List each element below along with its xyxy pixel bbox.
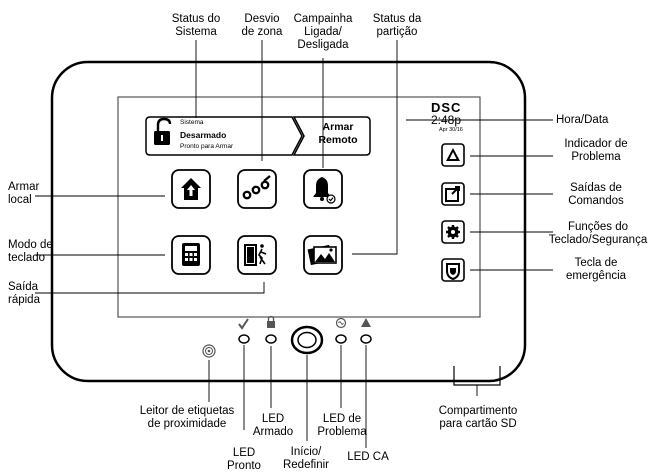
keypad-calculator-icon bbox=[182, 243, 200, 266]
zone-bypass-button[interactable] bbox=[237, 169, 277, 209]
quick-exit-door-icon bbox=[244, 244, 267, 266]
clock-time: 2:48p bbox=[431, 113, 462, 127]
command-output-icon bbox=[445, 186, 460, 202]
arm-remote-line1: Armar bbox=[322, 121, 354, 133]
house-arrow-icon bbox=[181, 178, 201, 200]
system-status-banner bbox=[145, 116, 303, 156]
proximity-tag-reader bbox=[202, 344, 216, 358]
bell-icon bbox=[313, 177, 336, 204]
system-status-detail: Pronto para Armar bbox=[180, 143, 234, 150]
gear-icon bbox=[446, 225, 460, 239]
arm-stay-button[interactable] bbox=[171, 169, 211, 209]
clock-date: Apr 30/16 bbox=[439, 127, 463, 133]
keypad-functions-button[interactable] bbox=[441, 220, 465, 244]
callout-hora-data: Hora/Data bbox=[556, 114, 609, 126]
arm-remote-button[interactable] bbox=[292, 116, 371, 156]
system-status-label: Sistema bbox=[180, 119, 204, 126]
zone-bypass-icon bbox=[242, 175, 271, 200]
leader-lines bbox=[35, 40, 553, 448]
quick-exit-button[interactable] bbox=[237, 235, 277, 275]
ac-led bbox=[360, 318, 372, 344]
partition-status-button[interactable] bbox=[303, 235, 343, 275]
trouble-indicator-button[interactable] bbox=[441, 143, 465, 167]
shield-icon bbox=[446, 263, 460, 281]
armed-led bbox=[265, 315, 277, 344]
emergency-button[interactable] bbox=[441, 258, 465, 282]
trouble-led bbox=[335, 317, 347, 344]
arm-remote-line2: Remoto bbox=[318, 134, 358, 146]
unlocked-padlock-icon bbox=[154, 117, 172, 145]
ready-led bbox=[238, 318, 250, 344]
system-status-state: Desarmado bbox=[180, 130, 227, 140]
keypad-mode-button[interactable] bbox=[171, 235, 211, 275]
callout-led-ca: LED CA bbox=[347, 451, 389, 463]
callout-inicio-redefinir: Início/Redefinir bbox=[282, 446, 330, 471]
partition-photos-icon bbox=[307, 244, 337, 266]
home-reset-button[interactable] bbox=[290, 325, 324, 355]
chime-button[interactable] bbox=[303, 169, 343, 209]
command-outputs-button[interactable] bbox=[441, 182, 465, 206]
brand-logo: DSC bbox=[431, 100, 462, 115]
